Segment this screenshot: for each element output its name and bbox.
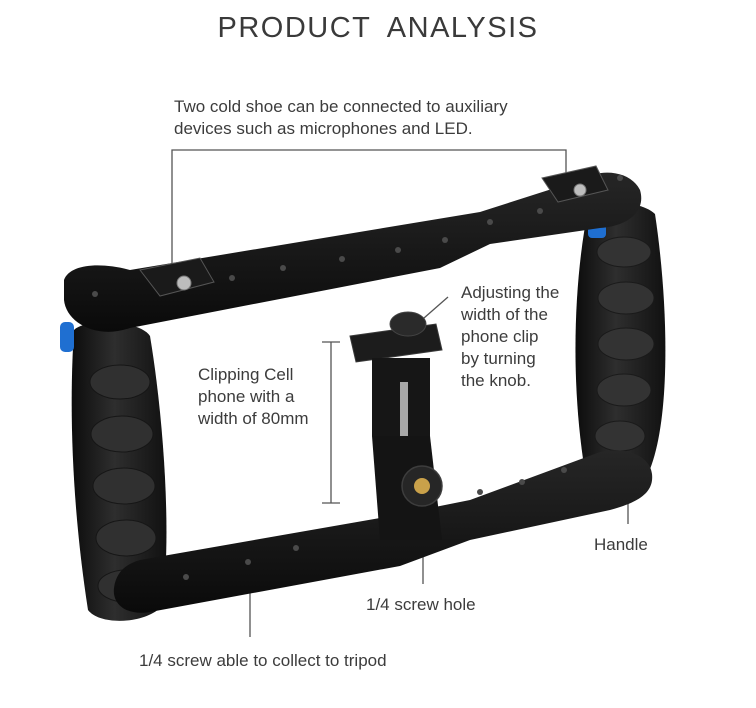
left-cold-shoe (139, 257, 215, 297)
knob-callout-line-4: by turning (461, 349, 536, 368)
tripod-callout: 1/4 screw able to collect to tripod (139, 651, 387, 670)
clip-width-callout-line-3: width of 80mm (198, 409, 309, 428)
right-handle (575, 202, 666, 484)
knob-callout-line-2: width of the (461, 305, 548, 324)
cold-shoe-callout: Two cold shoe can be connected to auxili… (174, 96, 508, 140)
knob-callout-line-1: Adjusting the (461, 283, 560, 302)
left-blue-knob (60, 322, 74, 352)
clip-width-callout-line-2: phone with a (198, 387, 295, 406)
top-bar (64, 165, 642, 332)
screw-hole-callout: 1/4 screw hole (366, 595, 476, 614)
knob-callout: Adjusting the width of the phone clip by… (461, 282, 559, 392)
clip-width-callout: Clipping Cell phone with a width of 80mm (198, 364, 309, 430)
phone-clip (349, 311, 443, 540)
clip-width-callout-line-1: Clipping Cell (198, 365, 294, 384)
clip-brass-screw-hole (414, 478, 430, 494)
clip-adjust-knob (389, 311, 427, 337)
cold-shoe-callout-line-2: devices such as microphones and LED. (174, 119, 473, 138)
cold-shoe-leader (171, 149, 567, 268)
right-cold-shoe (541, 165, 609, 203)
cold-shoe-callout-line-1: Two cold shoe can be connected to auxili… (174, 97, 508, 116)
knob-leader (423, 296, 449, 319)
handle-callout: Handle (594, 535, 648, 554)
page-title: PRODUCT ANALYSIS (217, 12, 539, 44)
clip-screw-rod (400, 382, 408, 436)
knob-callout-line-5: the knob. (461, 371, 531, 390)
knob-callout-line-3: phone clip (461, 327, 539, 346)
